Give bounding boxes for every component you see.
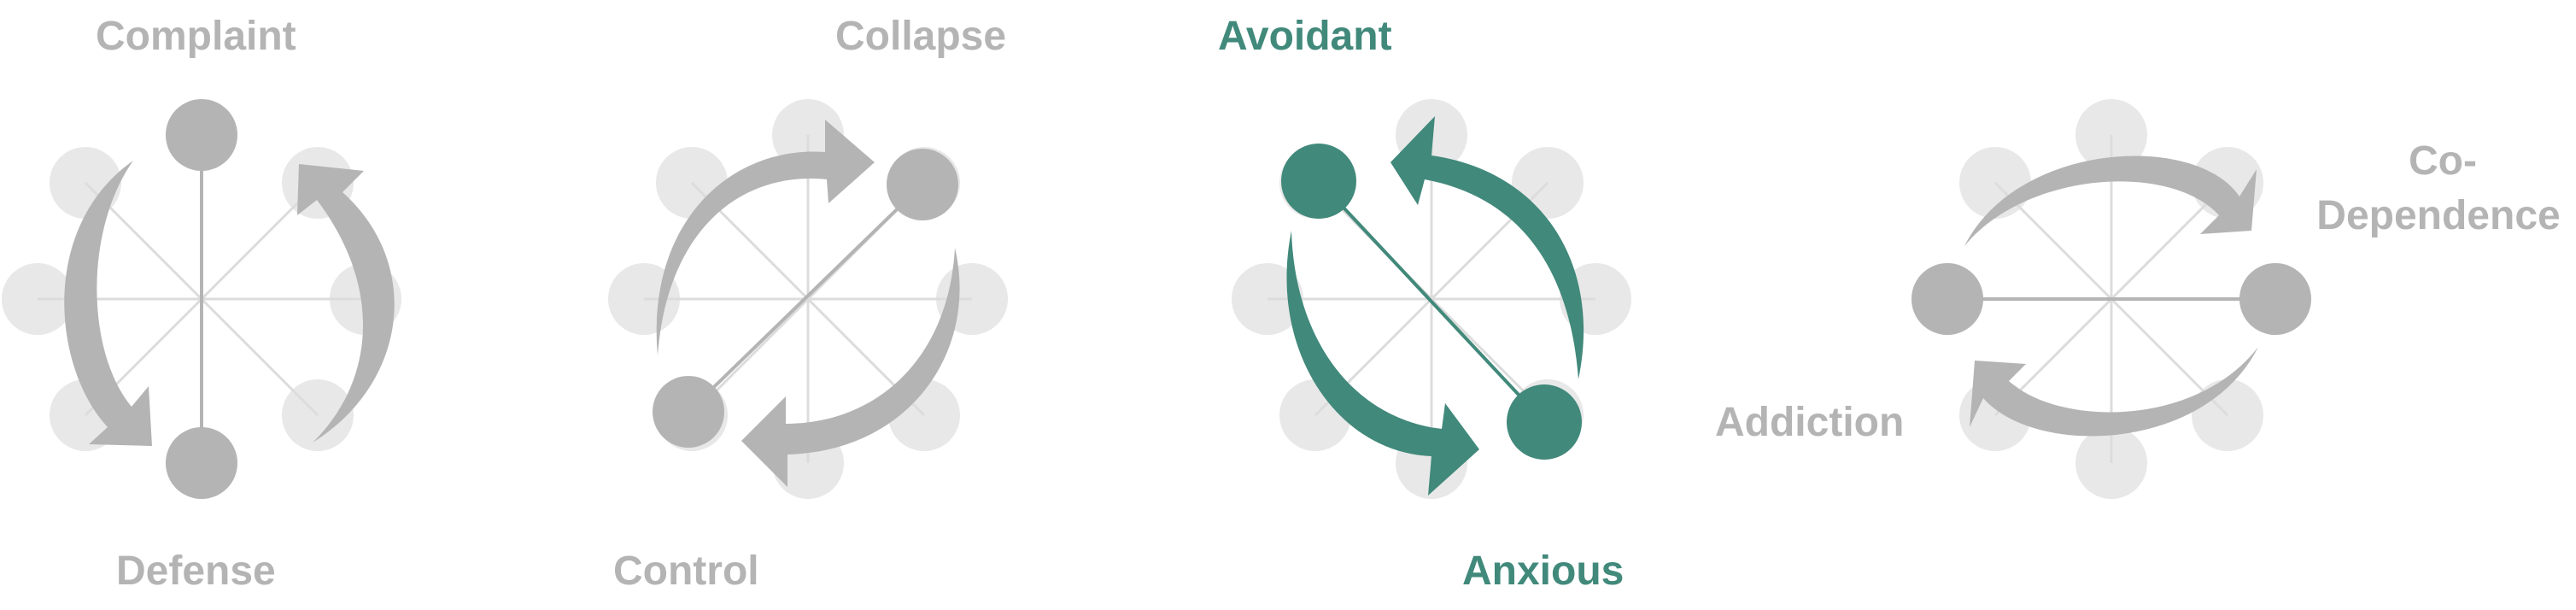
arrow-down-left: [64, 161, 152, 446]
node-top: [166, 99, 237, 171]
connection-line: [687, 183, 924, 414]
node-bottom-left: [653, 376, 724, 448]
relationship-wheel-codependence-addiction: [1912, 99, 2311, 499]
arrow-bottom-curve: [1286, 231, 1479, 496]
node-bottom: [166, 427, 237, 499]
arrow-lower-curve: [1970, 347, 2258, 437]
node-top-right: [887, 149, 958, 220]
relationship-wheel-complaint-defense: [2, 99, 401, 499]
node-bottom-right: [1507, 384, 1582, 460]
arrow-up-right: [297, 164, 395, 443]
arrow-upper-curve: [1964, 155, 2257, 246]
connection-line: [1317, 179, 1546, 424]
arrow-upper-right: [656, 120, 875, 355]
node-left: [1912, 263, 1983, 335]
arrow-lower-left: [741, 248, 960, 487]
node-right: [2239, 263, 2311, 335]
relationship-wheel-avoidant-anxious: [1232, 99, 1631, 499]
node-top-left: [1281, 144, 1356, 219]
arrow-top-curve: [1390, 116, 1584, 379]
relationship-wheel-collapse-control: [608, 99, 1008, 499]
